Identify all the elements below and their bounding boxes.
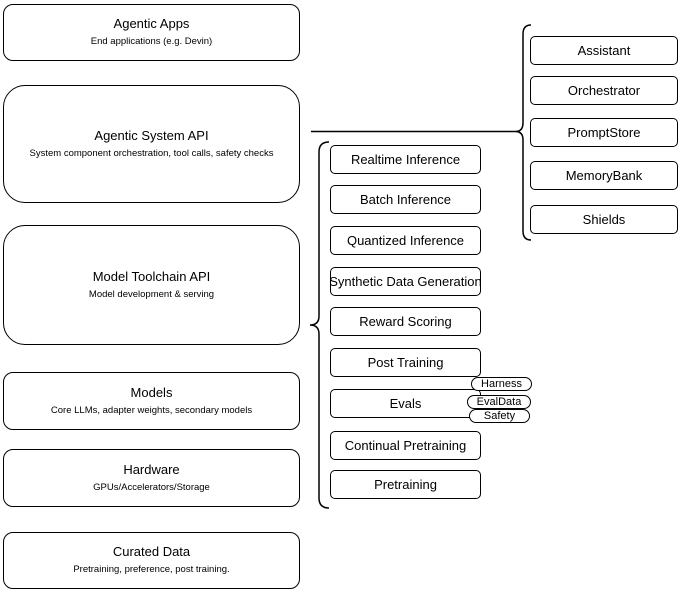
node-reward-scoring: Reward Scoring bbox=[330, 307, 481, 336]
node-label: Orchestrator bbox=[567, 83, 641, 98]
badge-label: EvalData bbox=[476, 395, 522, 408]
node-hardware: Hardware GPUs/Accelerators/Storage bbox=[3, 449, 300, 507]
badge-label: Harness bbox=[481, 377, 522, 390]
node-model-toolchain-api: Model Toolchain API Model development & … bbox=[3, 225, 300, 345]
node-post-training: Post Training bbox=[330, 348, 481, 377]
node-label: PromptStore bbox=[567, 125, 641, 140]
node-label: Continual Pretraining bbox=[344, 438, 467, 453]
node-agentic-apps: Agentic Apps End applications (e.g. Devi… bbox=[3, 4, 300, 61]
node-shields: Shields bbox=[530, 205, 678, 234]
node-subtitle: Core LLMs, adapter weights, secondary mo… bbox=[50, 404, 253, 416]
node-title: Curated Data bbox=[112, 544, 191, 560]
node-assistant: Assistant bbox=[530, 36, 678, 65]
node-memorybank: MemoryBank bbox=[530, 161, 678, 190]
node-title: Agentic Apps bbox=[113, 16, 190, 32]
node-synthetic-data-generation: Synthetic Data Generation bbox=[329, 267, 482, 296]
node-title: Hardware bbox=[123, 461, 180, 477]
brace-model-toolchain bbox=[309, 141, 330, 509]
node-continual-pretraining: Continual Pretraining bbox=[330, 431, 481, 460]
node-subtitle: Pretraining, preference, post training. bbox=[73, 564, 230, 576]
node-label: Post Training bbox=[367, 355, 444, 370]
node-realtime-inference: Realtime Inference bbox=[330, 145, 481, 174]
node-label: Quantized Inference bbox=[346, 233, 465, 248]
node-curated-data: Curated Data Pretraining, preference, po… bbox=[3, 532, 300, 589]
node-models: Models Core LLMs, adapter weights, secon… bbox=[3, 372, 300, 430]
node-quantized-inference: Quantized Inference bbox=[330, 226, 481, 255]
node-subtitle: System component orchestration, tool cal… bbox=[29, 147, 274, 159]
node-evals: Evals bbox=[330, 389, 481, 418]
node-label: MemoryBank bbox=[565, 168, 643, 183]
node-subtitle: End applications (e.g. Devin) bbox=[90, 36, 213, 48]
node-orchestrator: Orchestrator bbox=[530, 76, 678, 105]
node-title: Model Toolchain API bbox=[92, 268, 211, 284]
node-pretraining: Pretraining bbox=[330, 470, 481, 499]
node-label: Assistant bbox=[577, 43, 631, 58]
node-subtitle: Model development & serving bbox=[88, 288, 215, 300]
node-label: Pretraining bbox=[374, 477, 437, 492]
node-label: Batch Inference bbox=[359, 192, 452, 207]
node-label: Synthetic Data Generation bbox=[329, 274, 482, 289]
node-title: Models bbox=[130, 384, 173, 400]
node-label: Realtime Inference bbox=[350, 152, 461, 167]
brace-system-components bbox=[515, 24, 532, 241]
badge-harness: Harness bbox=[471, 377, 532, 391]
node-title: Agentic System API bbox=[94, 127, 209, 143]
node-label: Shields bbox=[582, 212, 626, 227]
badge-label: Safety bbox=[483, 409, 516, 422]
badge-evaldata: EvalData bbox=[467, 395, 531, 409]
node-batch-inference: Batch Inference bbox=[330, 185, 481, 214]
node-promptstore: PromptStore bbox=[530, 118, 678, 147]
node-agentic-system-api: Agentic System API System component orch… bbox=[3, 85, 300, 203]
node-label: Reward Scoring bbox=[359, 314, 452, 329]
node-label: Evals bbox=[389, 396, 422, 411]
node-subtitle: GPUs/Accelerators/Storage bbox=[93, 481, 210, 493]
badge-safety: Safety bbox=[469, 409, 530, 423]
